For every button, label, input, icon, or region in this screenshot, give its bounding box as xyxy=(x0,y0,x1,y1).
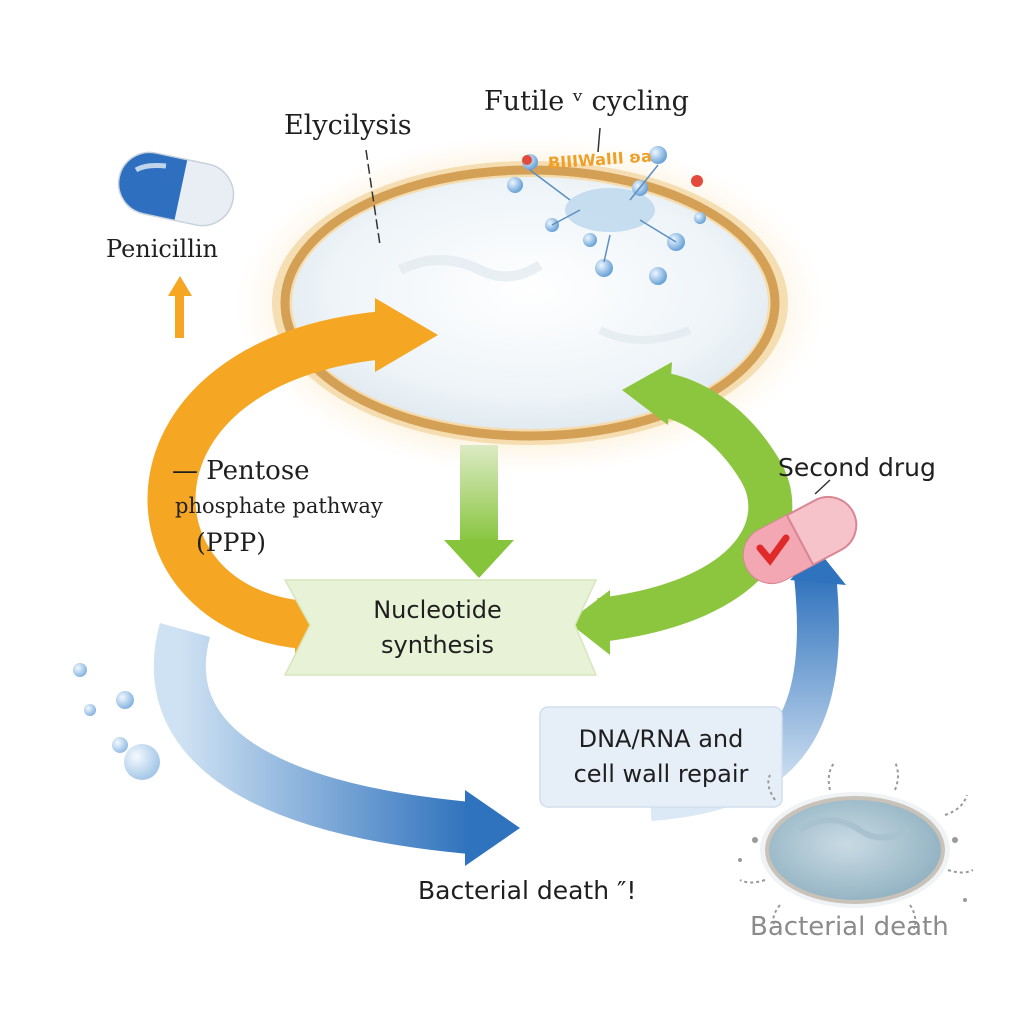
green-down-arrow xyxy=(444,445,514,578)
pentose-label-line3: (PPP) xyxy=(196,528,266,557)
nucleotide-synthesis-box: Nucleotide synthesis xyxy=(300,585,575,671)
penicillin-capsule-icon xyxy=(117,151,235,227)
glycolysis-label: Elycilysis xyxy=(284,110,412,141)
repair-label-line1: DNA/RNA and xyxy=(578,725,744,754)
floating-bubbles xyxy=(73,663,160,780)
repair-box-shape xyxy=(539,706,783,808)
blue-arrow-to-death xyxy=(153,623,520,866)
second-drug-label: Second drug xyxy=(778,453,936,482)
nucleotide-label-line1: Nucleotide xyxy=(373,596,502,625)
nucleotide-label-line2: synthesis xyxy=(381,631,494,659)
penicillin-up-arrow xyxy=(168,276,192,338)
nucleotide-box-shape xyxy=(283,579,598,676)
bacterial-death-label: Bacterial death ″! xyxy=(418,876,637,905)
penicillin-label: Penicillin xyxy=(106,235,219,263)
bacterial-death-side-label: Bacterial death xyxy=(750,912,949,942)
pentose-label-line1: — Pentose xyxy=(172,456,310,486)
dna-rna-repair-box: DNA/RNA and cell wall repair xyxy=(540,707,782,807)
second-drug-capsule-icon xyxy=(742,479,858,585)
dead-bacterium-icon xyxy=(738,761,974,930)
futile-cycling-label: Futile ᵛ cycling xyxy=(484,86,689,117)
repair-label-line2: cell wall repair xyxy=(573,760,749,788)
green-return-arrow xyxy=(568,362,793,655)
futile-cycling-bubbles xyxy=(365,127,706,285)
pentose-label-line2: phosphate pathway xyxy=(175,494,383,518)
